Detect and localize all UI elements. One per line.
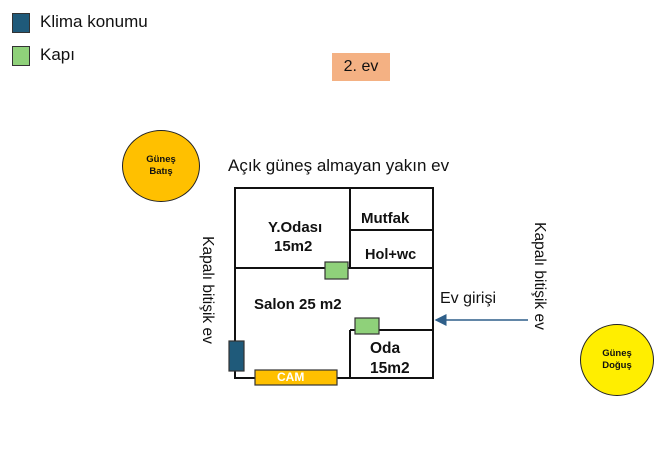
bedroom-name: Y.Odası [268, 219, 323, 236]
salon-label: Salon 25 m2 [254, 296, 342, 313]
sun-west: Güneş Batış [122, 130, 200, 202]
room-size: 15m2 [370, 360, 410, 377]
window [254, 369, 338, 386]
sun-west-line1: Güneş [146, 154, 176, 165]
hall-wc-label: Hol+wc [365, 247, 417, 263]
room-name: Oda [370, 340, 401, 357]
legend-ac-label: Klima konumu [40, 12, 148, 31]
ac-unit [228, 340, 245, 372]
kitchen-label: Mutfak [361, 210, 410, 227]
legend-ac-swatch [12, 13, 30, 33]
sun-east-line1: Güneş [602, 348, 632, 359]
north-neighbor-label: Açık güneş almayan yakın ev [228, 156, 450, 175]
sun-east-line2: Doğuş [602, 360, 632, 371]
sun-west-line2: Batış [149, 166, 173, 177]
legend-door-swatch [12, 46, 30, 66]
door-bedroom [324, 261, 349, 280]
sun-east: Güneş Doğuş [580, 324, 654, 396]
entrance-label: Ev girişi [440, 290, 497, 307]
bedroom-size: 15m2 [274, 238, 313, 255]
legend-door-label: Kapı [40, 45, 75, 64]
house-number-label: 2. ev [332, 53, 390, 81]
window-label: CAM [277, 370, 305, 384]
door-room [354, 317, 380, 335]
